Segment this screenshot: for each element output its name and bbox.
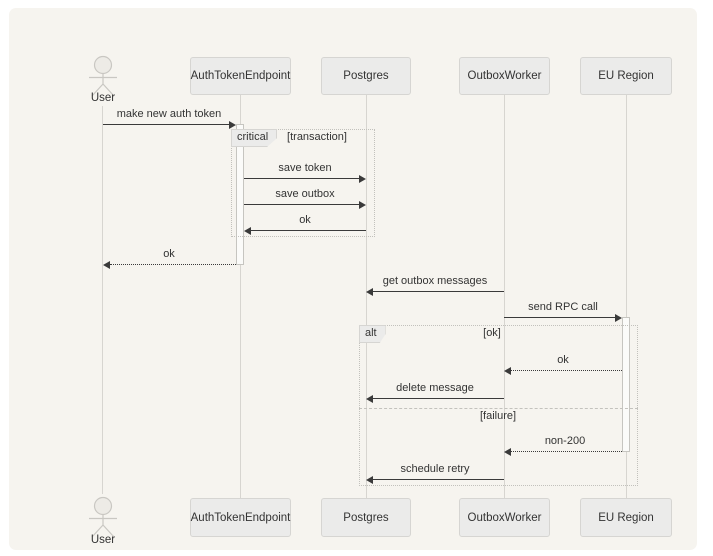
alt-frame-guard-failure: [failure] xyxy=(479,410,517,422)
lifeline-authtokenendpoint xyxy=(240,95,241,498)
message-line xyxy=(511,451,622,452)
message-line xyxy=(244,204,360,205)
message-label: ok xyxy=(163,248,175,260)
user-actor-icon xyxy=(89,496,117,538)
message-label: save outbox xyxy=(275,188,335,200)
arrowhead-left-icon xyxy=(366,395,373,403)
critical-frame-guard: [transaction] xyxy=(287,131,347,143)
message-label: get outbox messages xyxy=(382,275,488,287)
participant-authtokenendpoint-top: AuthTokenEndpoint xyxy=(190,57,291,95)
message-line xyxy=(103,124,230,125)
message-line xyxy=(511,370,622,371)
message-label: make new auth token xyxy=(116,108,222,120)
arrowhead-left-icon xyxy=(504,448,511,456)
lifeline-euregion xyxy=(626,95,627,498)
arrowhead-right-icon xyxy=(359,201,366,209)
arrowhead-left-icon xyxy=(103,261,110,269)
arrowhead-right-icon xyxy=(359,175,366,183)
lifeline-postgres xyxy=(366,95,367,498)
message-label: ok xyxy=(299,214,311,226)
message-label: non-200 xyxy=(544,435,586,447)
participant-outboxworker-top: OutboxWorker xyxy=(459,57,550,95)
message-line xyxy=(244,178,360,179)
message-line xyxy=(373,398,504,399)
participant-authtokenendpoint-bottom: AuthTokenEndpoint xyxy=(190,498,291,537)
critical-frame xyxy=(231,129,375,237)
lifeline-user xyxy=(102,106,103,494)
critical-frame-label: critical xyxy=(231,129,278,147)
alt-frame xyxy=(359,325,638,486)
participant-user-top: User xyxy=(90,92,116,104)
message-label: delete message xyxy=(396,382,474,394)
alt-frame-guard-ok: [ok] xyxy=(483,327,501,339)
participant-euregion-top: EU Region xyxy=(580,57,672,95)
arrowhead-left-icon xyxy=(244,227,251,235)
message-line xyxy=(110,264,236,265)
participant-postgres-top: Postgres xyxy=(321,57,411,95)
message-line xyxy=(373,291,504,292)
arrowhead-right-icon xyxy=(615,314,622,322)
message-line xyxy=(373,479,504,480)
alt-frame-label: alt xyxy=(359,325,386,343)
arrowhead-left-icon xyxy=(504,367,511,375)
participant-outboxworker-bottom: OutboxWorker xyxy=(459,498,550,537)
arrowhead-right-icon xyxy=(229,121,236,129)
message-line xyxy=(251,230,366,231)
activation-authtokenendpoint xyxy=(236,124,244,265)
alt-frame-divider xyxy=(359,408,638,409)
participant-user-bottom: User xyxy=(90,534,116,546)
participant-postgres-bottom: Postgres xyxy=(321,498,411,537)
lifeline-outboxworker xyxy=(504,95,505,498)
activation-euregion xyxy=(622,317,630,452)
participant-euregion-bottom: EU Region xyxy=(580,498,672,537)
message-label: send RPC call xyxy=(528,301,598,313)
message-label: save token xyxy=(278,162,332,174)
message-label: schedule retry xyxy=(400,463,470,475)
user-actor-icon xyxy=(89,55,117,97)
diagram-canvas: User AuthTokenEndpoint Postgres OutboxWo… xyxy=(9,8,697,550)
message-label: ok xyxy=(557,354,569,366)
arrowhead-left-icon xyxy=(366,476,373,484)
message-line xyxy=(504,317,615,318)
arrowhead-left-icon xyxy=(366,288,373,296)
